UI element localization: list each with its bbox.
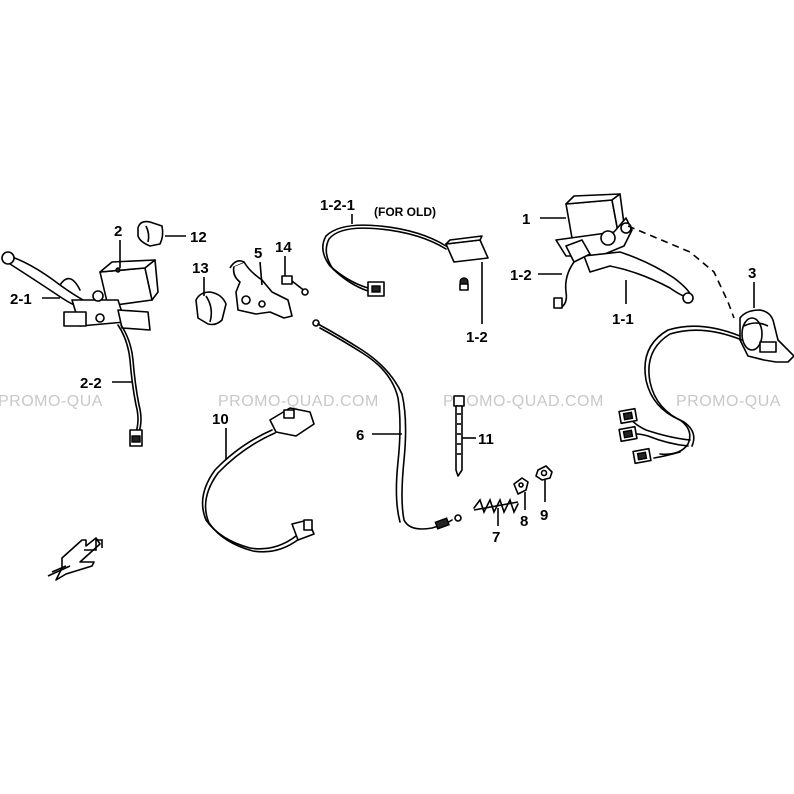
watermark-1: PROMO-QUA	[0, 393, 103, 410]
callout-1-2-1-note: (FOR OLD)	[374, 205, 436, 219]
part-10-switch-cable	[201, 407, 315, 553]
left-lever-assembly	[1, 251, 159, 447]
callout-11: 11	[478, 431, 494, 448]
part-1-2-screw	[459, 277, 469, 291]
callout-6: 6	[356, 427, 364, 444]
watermark-4: PROMO-QUA	[676, 393, 781, 410]
callout-7: 7	[492, 529, 500, 546]
callout-14: 14	[275, 239, 292, 256]
part-7-spring	[473, 497, 519, 515]
callout-1-1: 1-1	[612, 311, 634, 328]
part-9-nut	[535, 465, 553, 481]
part-12-clip	[137, 220, 164, 247]
watermark-3: PROMO-QUAD.COM	[443, 393, 604, 410]
right-lever-assembly	[553, 193, 694, 309]
watermark-row: PROMO-QUA PROMO-QUAD.COM PROMO-QUAD.COM …	[0, 393, 781, 410]
callout-2: 2	[114, 223, 122, 240]
callout-9: 9	[540, 507, 548, 524]
callout-13: 13	[192, 260, 209, 277]
callout-10: 10	[212, 411, 229, 428]
callout-2-2: 2-2	[80, 375, 102, 392]
callout-8: 8	[520, 513, 528, 530]
callout-2-1: 2-1	[10, 291, 32, 308]
callout-5: 5	[254, 245, 262, 262]
part-3-throttle-housing	[618, 309, 794, 465]
callout-1: 1	[522, 211, 530, 228]
part-11-cable-tie	[453, 395, 465, 477]
callout-1-2-1: 1-2-1	[320, 197, 355, 214]
front-direction-arrow-icon	[47, 537, 103, 581]
callout-1-2-lower: 1-2	[466, 329, 488, 346]
part-1-2-1-cable	[322, 224, 489, 297]
callout-12: 12	[190, 229, 207, 246]
callout-3: 3	[748, 265, 756, 282]
callout-1-2-right: 1-2	[510, 267, 532, 284]
part-14-screw	[281, 275, 309, 296]
part-8-sleeve	[513, 477, 529, 495]
part-6-cable	[312, 319, 462, 530]
watermark-2: PROMO-QUAD.COM	[218, 393, 379, 410]
part-5-switch-housing	[229, 260, 293, 319]
part-13-clamp	[195, 291, 227, 326]
